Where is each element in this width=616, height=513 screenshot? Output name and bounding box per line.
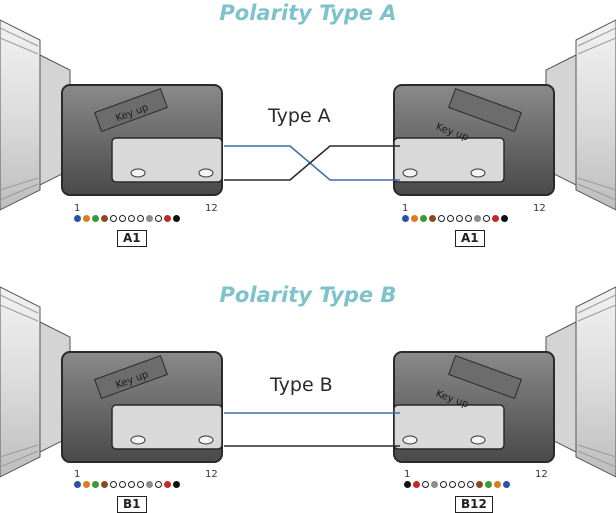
fiber-dot <box>449 481 456 488</box>
fiber-dot <box>440 481 447 488</box>
fiber-dot <box>155 481 162 488</box>
fiber-dot <box>146 481 153 488</box>
heading-type-b: Polarity Type B <box>219 283 397 307</box>
fiber-dot <box>110 215 117 222</box>
fiber-dot <box>164 481 171 488</box>
fiber-dot <box>503 481 510 488</box>
fiber-dot <box>146 215 153 222</box>
fiber-dot <box>173 215 180 222</box>
fiber-dot <box>456 215 463 222</box>
fiber-dot <box>128 215 135 222</box>
fiber-dot <box>485 481 492 488</box>
fiber-dot <box>137 215 144 222</box>
fiber-dot <box>420 215 427 222</box>
fiber-dot <box>458 481 465 488</box>
fiber-dot <box>413 481 420 488</box>
fiber-dot <box>476 481 483 488</box>
fiber-dot <box>128 481 135 488</box>
fiber-dot <box>429 215 436 222</box>
fiber-dot <box>74 481 81 488</box>
fiber-dot <box>173 481 180 488</box>
fiber-position-last: 12 <box>205 469 218 480</box>
connector-code: B12 <box>455 496 493 513</box>
fiber-position-first: 1 <box>74 203 81 214</box>
fiber-color-sequence <box>402 214 508 224</box>
fiber-position-last: 12 <box>533 203 546 214</box>
fiber-dot <box>83 215 90 222</box>
connector-type-b-left: Key up <box>0 286 223 478</box>
fiber-dot <box>137 481 144 488</box>
fiber-dot <box>411 215 418 222</box>
connector-code: A1 <box>455 230 485 247</box>
connector-type-a-right <box>393 19 616 211</box>
connector-type-a-left: Key up <box>0 19 223 211</box>
fiber-dot <box>474 215 481 222</box>
fiber-dot <box>74 215 81 222</box>
fiber-dot <box>404 481 411 488</box>
fiber-line-blue <box>224 145 400 181</box>
connector-code: A1 <box>117 230 147 247</box>
fiber-position-first: 1 <box>404 469 411 480</box>
fiber-dot <box>422 481 429 488</box>
fiber-dot <box>83 481 90 488</box>
fiber-position-last: 12 <box>535 469 548 480</box>
heading-type-a: Polarity Type A <box>219 1 397 25</box>
fiber-dot <box>492 215 499 222</box>
fiber-position-first: 1 <box>402 203 409 214</box>
fiber-color-sequence <box>404 480 510 490</box>
fiber-dot <box>483 215 490 222</box>
fiber-dot <box>110 481 117 488</box>
type-a-label: Type A <box>268 105 331 127</box>
fiber-dot <box>447 215 454 222</box>
fiber-dot <box>92 481 99 488</box>
fiber-dot <box>119 481 126 488</box>
fiber-dot <box>119 215 126 222</box>
fiber-line-black <box>224 145 400 181</box>
fiber-dot <box>431 481 438 488</box>
fiber-dot <box>465 215 472 222</box>
fiber-dot <box>494 481 501 488</box>
fiber-dot <box>467 481 474 488</box>
fiber-position-last: 12 <box>205 203 218 214</box>
fiber-dot <box>164 215 171 222</box>
type-b-label: Type B <box>270 374 333 396</box>
fiber-dot <box>501 215 508 222</box>
fiber-dot <box>101 215 108 222</box>
fiber-dot <box>438 215 445 222</box>
connector-type-b-right <box>393 286 616 478</box>
connector-code: B1 <box>117 496 147 513</box>
fiber-color-sequence <box>74 480 180 490</box>
fiber-dot <box>101 481 108 488</box>
fiber-color-sequence <box>74 214 180 224</box>
fiber-dot <box>92 215 99 222</box>
fiber-dot <box>402 215 409 222</box>
fiber-position-first: 1 <box>74 469 81 480</box>
fiber-dot <box>155 215 162 222</box>
